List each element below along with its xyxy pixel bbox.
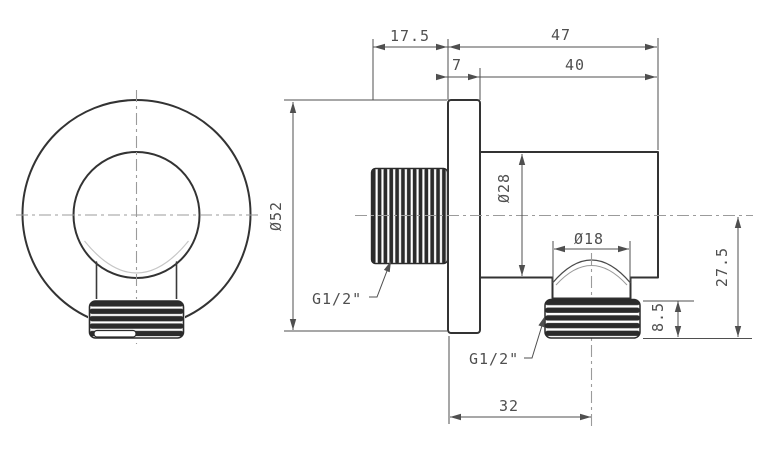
- front-thread-runout: [93, 329, 137, 338]
- side-outlet-thread: [544, 298, 641, 339]
- label-outlet-thread-spec: G1/2": [469, 350, 519, 368]
- dimensions: 17.5 47 7 40 Ø52 Ø28 Ø18 8.5 27.5: [267, 26, 752, 424]
- dim-text-32: 32: [499, 397, 519, 415]
- front-outlet-thread: [88, 300, 185, 339]
- dim-text-7: 7: [452, 56, 462, 74]
- leader-wall-thread: [369, 262, 391, 298]
- front-boss-highlight-arc: [84, 240, 189, 274]
- dim-text-47: 47: [551, 26, 571, 44]
- leader-outlet-thread: [524, 318, 545, 359]
- label-wall-thread-spec: G1/2": [312, 290, 362, 308]
- side-body: [479, 151, 659, 300]
- dim-text-d18: Ø18: [574, 230, 604, 248]
- dim-text-8-5: 8.5: [649, 302, 667, 332]
- front-view: [16, 90, 258, 344]
- side-wall-plate: [447, 99, 481, 334]
- dim-text-d52: Ø52: [267, 201, 285, 231]
- dim-text-40: 40: [565, 56, 585, 74]
- side-view: [355, 99, 753, 428]
- dim-text-27-5: 27.5: [713, 247, 731, 287]
- dim-text-17-5: 17.5: [390, 27, 430, 45]
- dim-text-d28: Ø28: [495, 173, 513, 203]
- side-dome-arc-inner: [555, 265, 628, 286]
